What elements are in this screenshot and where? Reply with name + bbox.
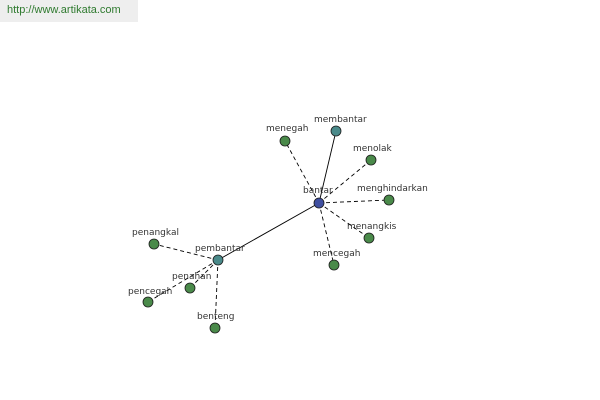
edge-bantar-menegah (284, 140, 320, 204)
node-benteng[interactable] (209, 322, 221, 334)
node-label-pembantar: pembantar (195, 244, 245, 254)
node-menghindarkan[interactable] (383, 194, 395, 206)
url-banner[interactable]: http://www.artikata.com (0, 0, 138, 22)
node-penangkal[interactable] (148, 238, 160, 250)
node-menolak[interactable] (365, 154, 377, 166)
node-label-menegah: menegah (266, 124, 308, 134)
node-label-mencegah: mencegah (313, 249, 360, 259)
edge-bantar-menolak (318, 159, 372, 204)
node-label-pencegah: pencegah (128, 287, 172, 297)
node-label-benteng: benteng (197, 312, 234, 322)
node-pembantar[interactable] (212, 254, 224, 266)
node-label-bantar: bantar (303, 186, 333, 196)
edge-bantar-menghindarkan (318, 199, 390, 204)
node-pencegah[interactable] (142, 296, 154, 308)
node-label-menangkis: menangkis (347, 222, 397, 232)
node-menangkis[interactable] (363, 232, 375, 244)
node-membantar[interactable] (330, 125, 342, 137)
node-bantar[interactable] (313, 197, 325, 209)
url-banner-text: http://www.artikata.com (7, 4, 121, 16)
node-mencegah[interactable] (328, 259, 340, 271)
edge-pembantar-penangkal (153, 243, 219, 261)
node-penahan[interactable] (184, 282, 196, 294)
node-menegah[interactable] (279, 135, 291, 147)
edge-bantar-pembantar (217, 202, 320, 261)
node-label-penahan: penahan (172, 272, 211, 282)
edge-pembantar-benteng (214, 259, 219, 329)
node-label-menghindarkan: menghindarkan (357, 184, 428, 194)
edge-bantar-mencegah (318, 202, 335, 266)
node-label-membantar: membantar (314, 115, 367, 125)
labels-layer: bantar membantar pembantar menegah menolak me… (128, 115, 428, 322)
node-label-penangkal: penangkal (132, 228, 179, 238)
edge-bantar-membantar (318, 130, 337, 204)
edge-bantar-menangkis (318, 202, 370, 239)
node-label-menolak: menolak (353, 144, 393, 154)
edges-layer (147, 130, 390, 329)
nodes-layer (142, 125, 395, 334)
